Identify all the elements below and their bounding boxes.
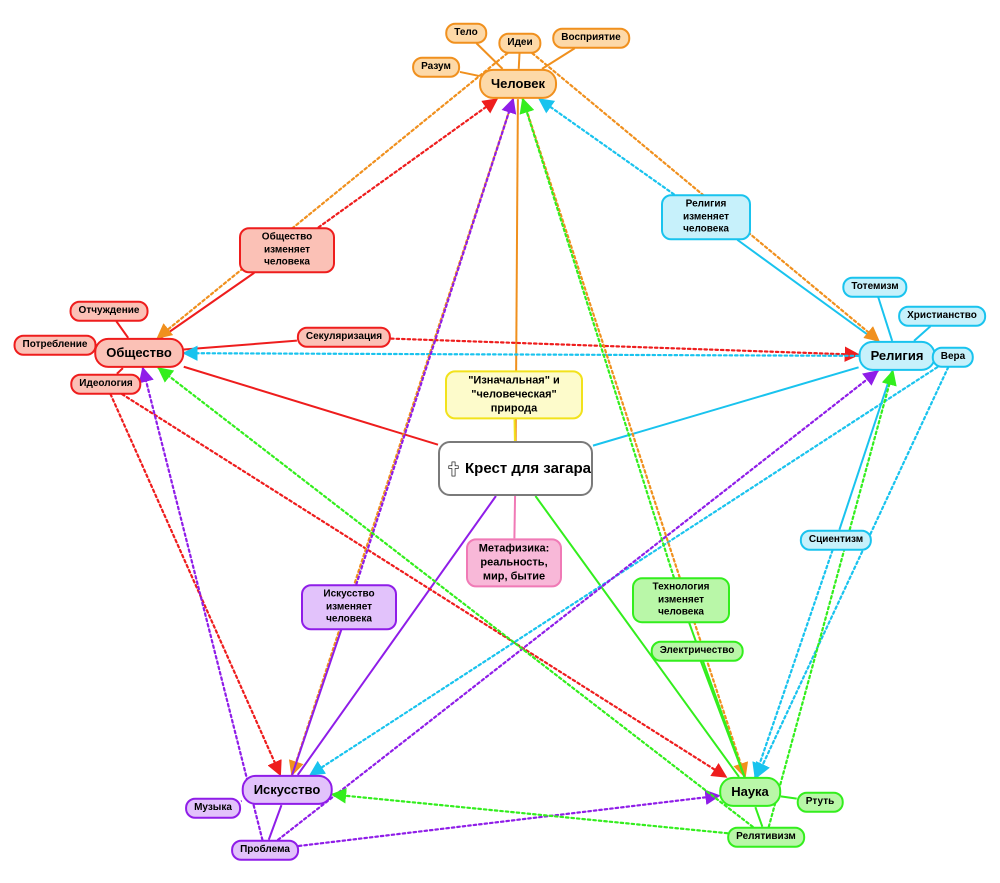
edge-religiya-totemizm (877, 296, 894, 342)
node-iskusstvo-izmenyaet[interactable]: Искусство изменяет человека (301, 584, 397, 630)
edge-tekh_izm-chelovek (519, 97, 675, 579)
edge-obshchestvo-obsh_izm (160, 271, 255, 339)
node-religiya-izmenyaet[interactable]: Религия изменяет человека (661, 194, 751, 240)
edge-chelovek-telo (475, 42, 504, 70)
node-vospriyatie[interactable]: Восприятие (552, 27, 630, 49)
node-stsientizm[interactable]: Сциентизм (799, 529, 873, 551)
edge-problema-nauka (297, 789, 721, 848)
node-obshchestvo-izmenyaet[interactable]: Общество изменяет человека (239, 227, 335, 273)
edge-nauka-relyativizm (754, 806, 764, 828)
edge-problema-religiya (277, 370, 879, 841)
node-sekulyarizatsiya[interactable]: Секуляризация (296, 326, 392, 348)
edge-center-religiya (592, 366, 859, 447)
node-chelovek[interactable]: Человек (479, 68, 557, 100)
node-iskusstvo[interactable]: Искусство (241, 774, 333, 806)
edge-chelovek-nauka (521, 98, 749, 779)
edge-problema-obshchestvo (138, 366, 264, 841)
node-elektrichestvo[interactable]: Электричество (650, 640, 744, 662)
node-khristianstvo[interactable]: Христианство (898, 305, 986, 327)
node-problema[interactable]: Проблема (231, 839, 299, 861)
edge-center-metafizika (513, 495, 517, 539)
node-priroda[interactable]: "Изначальная" и "человеческая" природа (445, 370, 583, 420)
node-nauka[interactable]: Наука (719, 776, 781, 808)
edge-rel_izm-chelovek (538, 98, 675, 196)
edge-obshchestvo-sekulyarizatsiya (183, 339, 297, 351)
edge-chelovek-razum (459, 70, 480, 77)
edge-religiya-khristianstvo (913, 325, 932, 342)
edge-ideologiya-nauka (121, 393, 728, 778)
node-ideologiya[interactable]: Идеология (70, 373, 142, 395)
edge-religiya-rel_izm (736, 238, 877, 342)
node-vera[interactable]: Вера (931, 346, 975, 368)
edge-center-nauka (534, 495, 740, 778)
node-idei[interactable]: Идеи (498, 32, 542, 54)
edge-chelovek-idei (517, 53, 521, 69)
node-tekhnologiya-izmenyaet[interactable]: Технология изменяет человека (632, 577, 730, 623)
central-title: Крест для загара (465, 460, 591, 477)
node-totemizm[interactable]: Тотемизм (842, 276, 908, 298)
edge-relyativizm-religiya (767, 369, 897, 828)
central-node[interactable]: Крест для загара (438, 441, 593, 496)
edge-relyativizm-iskusstvo (330, 788, 729, 835)
edge-isk_izm-chelovek (355, 97, 517, 586)
node-otchuzhdenie[interactable]: Отчуждение (69, 300, 149, 322)
edge-vera-nauka (755, 366, 950, 779)
node-rtut[interactable]: Ртуть (796, 791, 844, 813)
edge-stsientizm-nauka (752, 549, 834, 779)
edge-vera-iskusstvo (308, 366, 939, 776)
edge-center-obshchestvo (183, 365, 439, 446)
edge-obshchestvo-otchuzhdenie (115, 320, 130, 339)
cross-icon (448, 461, 459, 476)
edge-religiya-obshchestvo (182, 345, 860, 361)
edge-iskusstvo-isk_izm (291, 629, 343, 776)
node-metafizika[interactable]: Метафизика: реальность, мир, бытие (466, 538, 562, 588)
edge-obsh_izm-chelovek (317, 98, 499, 229)
node-muzyka[interactable]: Музыка (185, 797, 241, 819)
node-religiya[interactable]: Религия (858, 340, 936, 372)
edge-sekulyarizatsiya-religiya (390, 337, 861, 362)
edge-relyativizm-obshchestvo (157, 367, 754, 828)
edge-religiya-stsientizm (838, 370, 893, 531)
node-relyativizm[interactable]: Релятивизм (727, 826, 805, 848)
edge-obshchestvo-ideologiya (116, 367, 124, 375)
edge-iskusstvo-problema (267, 804, 283, 841)
node-telo[interactable]: Тело (445, 22, 487, 44)
node-obshchestvo[interactable]: Общество (94, 337, 184, 369)
edge-ideologiya-iskusstvo (109, 393, 282, 777)
edge-idei-obshchestvo (156, 52, 509, 339)
edge-nauka-rtut (780, 795, 797, 800)
node-razum[interactable]: Разум (412, 56, 460, 78)
node-potreblenie[interactable]: Потребление (13, 334, 97, 356)
edge-center-iskusstvo (296, 495, 497, 776)
